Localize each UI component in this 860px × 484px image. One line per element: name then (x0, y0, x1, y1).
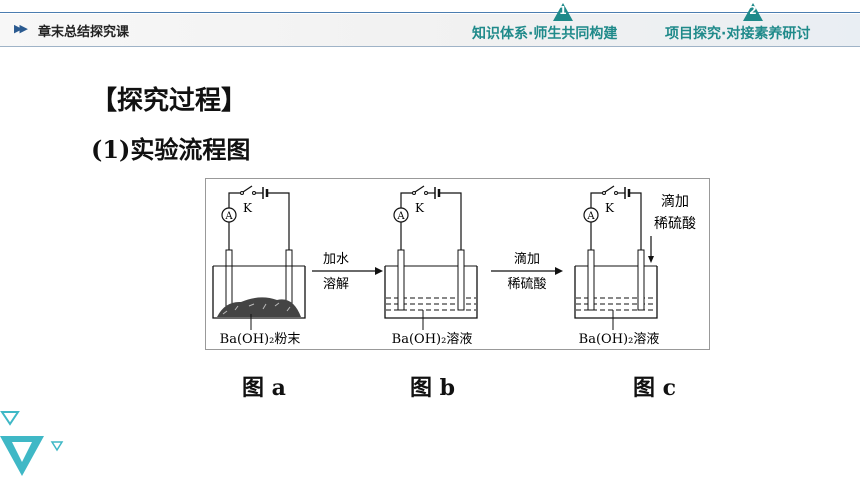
arrow-add-water: 加水 溶解 (312, 252, 383, 292)
triangle-badge-icon (743, 3, 763, 21)
ammeter-label: A (396, 211, 405, 222)
ammeter-label: A (586, 211, 595, 222)
section-subtitle: (1)实验流程图 (91, 135, 251, 164)
switch-icon (242, 185, 253, 193)
figure-caption-a: 图 a (242, 375, 286, 401)
arrow1-line1: 加水 (323, 252, 349, 267)
drip-label-line2: 稀硫酸 (654, 216, 696, 232)
sample-label-b: Ba(OH)₂溶液 (392, 332, 473, 347)
arrow1-line2: 溶解 (323, 277, 349, 292)
tab2-number: 2 (749, 4, 757, 17)
switch-label: K (243, 201, 253, 215)
electrode-left (587, 249, 595, 311)
switch-icon (604, 185, 615, 193)
panel-c: A K 滴加 稀硫酸 Ba(OH)₂溶液 (574, 185, 696, 347)
experiment-flow-figure: A K Ba(OH)₂粉末 加水 溶解 A (205, 178, 710, 350)
switch-icon (414, 185, 425, 193)
switch-label: K (415, 201, 425, 215)
switch-label: K (605, 201, 615, 215)
ammeter-label: A (224, 211, 233, 222)
triangle-badge-icon (553, 3, 573, 21)
decorative-triangles-icon (0, 411, 64, 476)
header-rule (0, 12, 860, 13)
tab1-number: 1 (559, 4, 567, 17)
panel-a: A K Ba(OH)₂粉末 (212, 185, 306, 347)
electrode-right (457, 249, 465, 311)
breadcrumb: 章末总结探究课 (38, 25, 130, 40)
arrow2-line2: 稀硫酸 (507, 277, 546, 292)
arrow-add-acid: 滴加 稀硫酸 (491, 251, 563, 292)
drip-label-line1: 滴加 (661, 193, 689, 210)
tab-knowledge-system[interactable]: 知识体系·师生共同构建 (472, 26, 618, 42)
figure-caption-b: 图 b (410, 375, 456, 401)
powder-pile (217, 297, 301, 317)
electrode-right (637, 249, 645, 311)
panel-b: A K Ba(OH)₂溶液 (384, 185, 478, 347)
beaker (384, 266, 478, 319)
sample-label-a: Ba(OH)₂粉末 (220, 332, 301, 347)
sample-label-c: Ba(OH)₂溶液 (579, 332, 660, 347)
double-arrow-icon: ▶▶ (14, 22, 28, 35)
beaker (212, 266, 306, 319)
tab1-number-badge: 1 (552, 2, 574, 22)
electrode-left (397, 249, 405, 311)
section-title: 【探究过程】 (91, 86, 248, 116)
tab2-number-badge: 2 (742, 2, 764, 22)
top-header: ▶▶ 章末总结探究课 1 知识体系·师生共同构建 2 项目探究·对接素养研讨 (0, 0, 860, 47)
figure-caption-c: 图 c (633, 375, 677, 401)
arrow2-line1: 滴加 (514, 251, 540, 267)
tab-project-inquiry[interactable]: 项目探究·对接素养研讨 (665, 26, 811, 42)
beaker (574, 266, 658, 319)
electrode-left (225, 249, 233, 311)
header-bar (0, 14, 860, 47)
